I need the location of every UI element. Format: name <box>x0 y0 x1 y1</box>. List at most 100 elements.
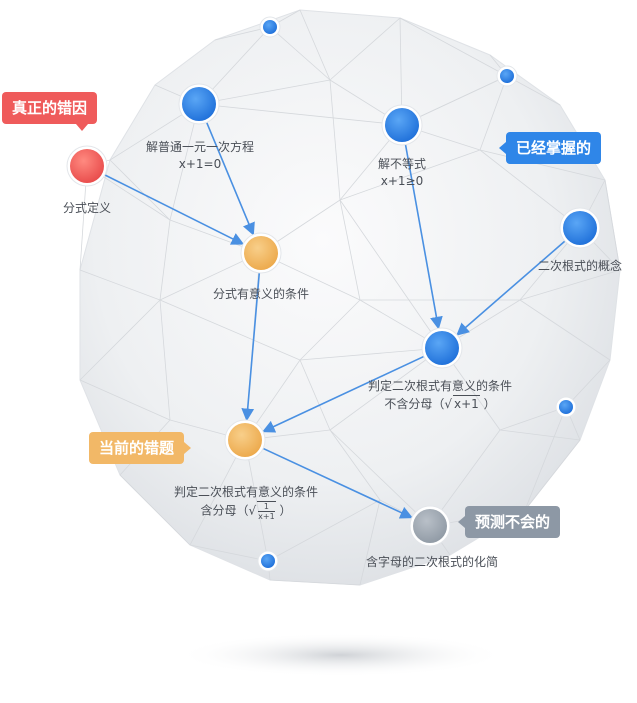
label-line: 判定二次根式有意义的条件 <box>367 379 513 393</box>
mesh-line <box>329 347 443 431</box>
edge-arrow <box>260 446 414 519</box>
mesh-line <box>79 299 161 381</box>
edge-arrow <box>204 119 255 236</box>
mesh-line <box>329 17 401 81</box>
label-line: 判定二次根式有意义的条件 <box>173 485 319 499</box>
mesh-line <box>267 499 381 562</box>
sphere-body <box>79 9 621 586</box>
mesh-line <box>519 269 621 301</box>
sqrt-radicand: x+1 <box>453 395 480 411</box>
mesh-line <box>519 299 611 361</box>
node-label-fenshi: 分式定义 <box>63 200 111 217</box>
mesh-line <box>299 347 443 361</box>
mesh-line <box>329 429 431 527</box>
mesh-line <box>479 149 606 181</box>
mesh-line <box>244 439 269 562</box>
node-dot4-circle <box>261 554 275 568</box>
mesh-line <box>299 9 331 81</box>
label-line: 二次根式的概念 <box>537 259 623 273</box>
node-cond-circle <box>244 236 278 270</box>
node-label-eq: 解普通一元一次方程 x+1=0 <box>146 139 254 173</box>
mesh-line <box>399 17 508 77</box>
node-label-ineq: 解不等式 x+1≥0 <box>378 156 426 190</box>
mesh-line <box>479 75 508 151</box>
tag-current-error: 当前的错题 <box>89 432 192 464</box>
node-fenshi-circle <box>70 149 104 183</box>
label-text: ） <box>275 503 292 518</box>
mesh-line <box>198 79 331 105</box>
mesh-line <box>159 299 171 421</box>
edge-arrow <box>101 172 245 245</box>
tag-true-error-label: 真正的错因 <box>12 99 88 117</box>
label-line: 含字母的二次根式的化简 <box>365 555 499 569</box>
mesh-line <box>339 149 481 201</box>
label-line: x+1=0 <box>178 157 222 171</box>
sqrt-sign: √ <box>248 503 257 518</box>
mesh-line <box>299 299 361 361</box>
node-dot3-circle <box>559 400 573 414</box>
node-concept-circle <box>563 211 597 245</box>
mesh-line <box>189 544 269 562</box>
mesh-line <box>159 299 301 361</box>
mesh-line <box>79 269 161 301</box>
label-line: 不含分母（√x+1 ） <box>368 395 512 413</box>
mesh-line <box>339 199 361 301</box>
label-text: 含分母（ <box>200 503 249 518</box>
node-judge-circle <box>425 331 459 365</box>
mesh-line <box>269 579 361 586</box>
tag-pointer <box>499 142 506 154</box>
node-label-simplify: 含字母的二次根式的化简 <box>366 554 498 571</box>
edge-arrow <box>404 141 443 330</box>
label-text: ） <box>479 397 496 411</box>
node-label-cond: 分式有意义的条件 <box>213 286 309 303</box>
edge-arrow <box>456 238 568 336</box>
mesh-line <box>119 474 191 546</box>
mesh-line <box>299 359 331 431</box>
fraction-numerator: 1 <box>258 502 275 512</box>
mesh-line <box>604 179 621 271</box>
tag-mastered: 已经掌握的 <box>499 132 602 164</box>
mesh-line <box>565 359 611 408</box>
label-text: 不含分母（ <box>384 397 445 411</box>
tag-pointer <box>458 516 465 528</box>
sqrt-sign: √ <box>444 397 453 411</box>
label-line: 解不等式 <box>377 157 427 171</box>
mesh-line <box>159 219 171 301</box>
mesh-line <box>524 406 567 511</box>
mesh-line <box>269 26 331 81</box>
mesh-line <box>198 103 403 126</box>
tag-true-error: 真正的错因 <box>2 92 98 131</box>
mesh-line <box>329 79 341 201</box>
tag-predicted: 预测不会的 <box>458 506 561 538</box>
label-line: 解普通一元一次方程 <box>145 140 255 154</box>
mesh-line <box>109 159 171 221</box>
tag-pointer <box>76 124 88 131</box>
node-dot2-circle <box>500 69 514 83</box>
tag-mastered-label: 已经掌握的 <box>516 139 592 157</box>
node-dot1-circle <box>263 20 277 34</box>
node-ineq-circle <box>385 108 419 142</box>
mesh-line <box>524 439 581 511</box>
node-judge2-circle <box>228 423 262 457</box>
mesh-line <box>339 199 443 349</box>
mesh-line <box>499 406 567 431</box>
edge-arrow <box>261 354 427 433</box>
node-label-judge: 判定二次根式有意义的条件 不含分母（√x+1 ） <box>368 378 512 413</box>
fraction-denominator: x+1 <box>258 512 275 521</box>
node-label-concept: 二次根式的概念 <box>538 258 622 275</box>
node-eq-circle <box>182 87 216 121</box>
sphere-shadow <box>176 633 506 677</box>
label-line: 分式定义 <box>62 201 112 215</box>
mesh-line <box>329 429 381 501</box>
mesh-line <box>479 149 581 229</box>
tag-predicted-label: 预测不会的 <box>475 513 551 531</box>
tag-current-error-label: 当前的错题 <box>99 439 175 457</box>
node-simplify-circle <box>413 509 447 543</box>
label-line: 分式有意义的条件 <box>212 287 310 301</box>
tag-pointer <box>184 442 192 454</box>
mesh-line <box>359 499 381 586</box>
